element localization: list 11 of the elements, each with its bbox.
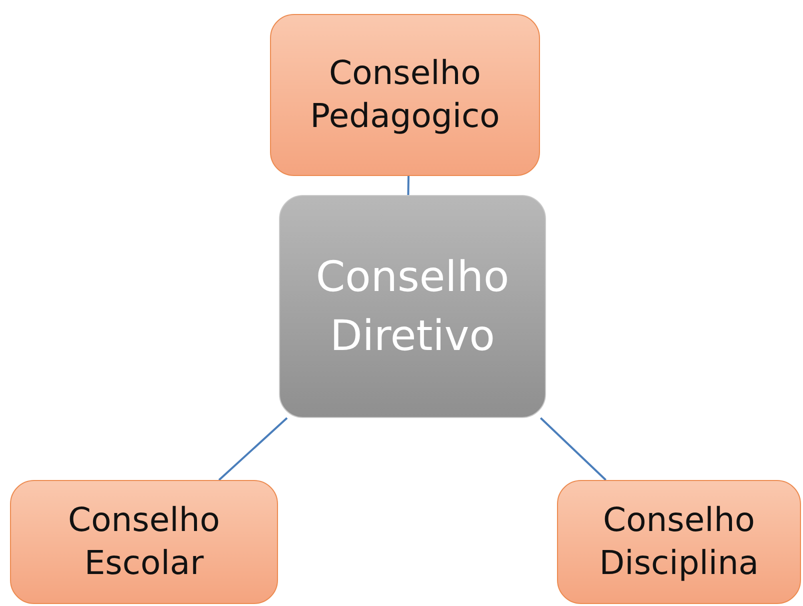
box-label: Conselho Escolar (67, 499, 221, 584)
box-label: Conselho Diretivo (314, 250, 510, 362)
connector-line (218, 417, 288, 481)
box-label: Conselho Pedagogico (309, 52, 501, 137)
rounded-box (557, 480, 801, 604)
connector-line (540, 417, 606, 481)
box-label: Conselho Disciplina (598, 499, 760, 584)
rounded-box (270, 14, 540, 176)
rounded-box (10, 480, 278, 604)
connector-line (407, 176, 410, 196)
rounded-box (279, 195, 546, 418)
